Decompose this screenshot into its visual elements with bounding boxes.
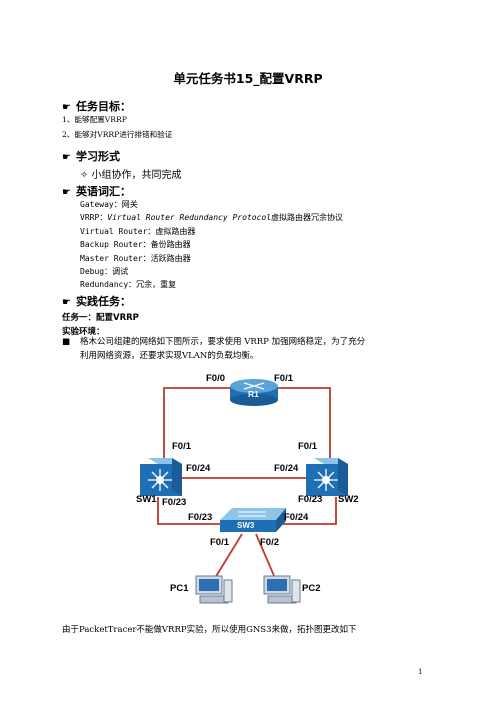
bullet-square-icon: ■	[62, 337, 71, 347]
link-r1-sw1	[163, 387, 232, 462]
label-r1-f00: F0/0	[206, 373, 226, 384]
switch-sw2-icon	[306, 458, 348, 496]
vocab-heading: ☛英语词汇：	[62, 185, 131, 198]
link-sw1-sw3	[157, 497, 222, 525]
link-r1-sw2	[276, 387, 331, 462]
vocab-item: Redundancy：冗余，重复	[80, 280, 177, 290]
link-sw2-sw3	[280, 497, 337, 525]
vocab-item: Virtual Router：虚拟路由器	[80, 226, 196, 236]
label-sw3: SW3	[237, 521, 255, 530]
label-r1: R1	[248, 389, 259, 399]
label-pc2: PC2	[302, 583, 321, 594]
vocab-item: Debug：调试	[80, 267, 129, 277]
label-sw1-f023: F0/23	[162, 497, 187, 508]
router-r1-icon	[230, 379, 278, 406]
hand-icon: ☛	[62, 297, 71, 308]
switch-sw3-icon	[220, 508, 286, 532]
goal-item-1: 1、能够配置VRRP	[62, 115, 127, 124]
hand-icon: ☛	[62, 102, 71, 113]
pc2-icon	[263, 575, 301, 604]
link-sw3-pc1	[214, 533, 243, 579]
topology-links	[157, 387, 337, 579]
vocab-item: Master Router：活跃路由器	[80, 253, 191, 263]
label-sw1: SW1	[136, 494, 157, 505]
label-sw2: SW2	[338, 494, 359, 505]
hand-icon: ☛	[62, 187, 71, 198]
label-r1-f01: F0/1	[274, 373, 294, 384]
label-sw2-f023: F0/23	[298, 494, 323, 505]
label-sw3-f024: F0/24	[284, 512, 309, 523]
label-sw2-f01: F0/1	[298, 441, 318, 452]
form-heading: ☛学习形式	[62, 150, 120, 163]
env-paragraph-line-2: 利用网络资源，还要求实现VLAN的负载均衡。	[80, 351, 259, 361]
env-title: 实验环境：	[62, 327, 105, 337]
switch-sw1-icon	[140, 458, 182, 496]
label-sw3-f01: F0/1	[210, 537, 230, 548]
label-sw1-f01: F0/1	[172, 441, 192, 452]
vocab-item: VRRP：Virtual Router Redundancy Protocol虚…	[80, 213, 344, 223]
vocab-list: Gateway：网关 VRRP：Virtual Router Redundanc…	[80, 198, 343, 292]
footer-paragraph: 由于PacketTracer不能做VRRP实验，所以使用GNS3来做，拓扑图更改…	[62, 625, 357, 635]
goal-item-2: 2、能够对VRRP进行排错和验证	[62, 130, 173, 139]
goal-heading: ☛任务目标：	[62, 100, 131, 113]
vocab-item: Gateway：网关	[80, 200, 138, 209]
label-sw3-f023: F0/23	[188, 512, 213, 523]
env-paragraph-line-1: 格木公司组建的网络如下图所示，要求使用 VRRP 加强网络稳定，为了充分	[80, 337, 366, 347]
hand-icon: ☛	[62, 152, 71, 163]
label-sw1-f024: F0/24	[186, 463, 211, 474]
label-pc1: PC1	[170, 583, 189, 594]
link-sw3-pc2	[255, 533, 276, 579]
document-title: 单元任务书15_配置VRRP	[173, 71, 323, 86]
page-number: 1	[418, 668, 423, 676]
pc1-icon	[195, 575, 233, 604]
task-title: 任务一：配置VRRP	[62, 313, 139, 323]
form-item: ✧ 小组协作，共同完成	[80, 170, 182, 181]
label-sw3-f02: F0/2	[260, 537, 280, 548]
label-sw2-f024: F0/24	[274, 463, 299, 474]
vocab-item: Backup Router：备份路由器	[80, 240, 191, 250]
practice-heading: ☛实践任务：	[62, 295, 131, 308]
